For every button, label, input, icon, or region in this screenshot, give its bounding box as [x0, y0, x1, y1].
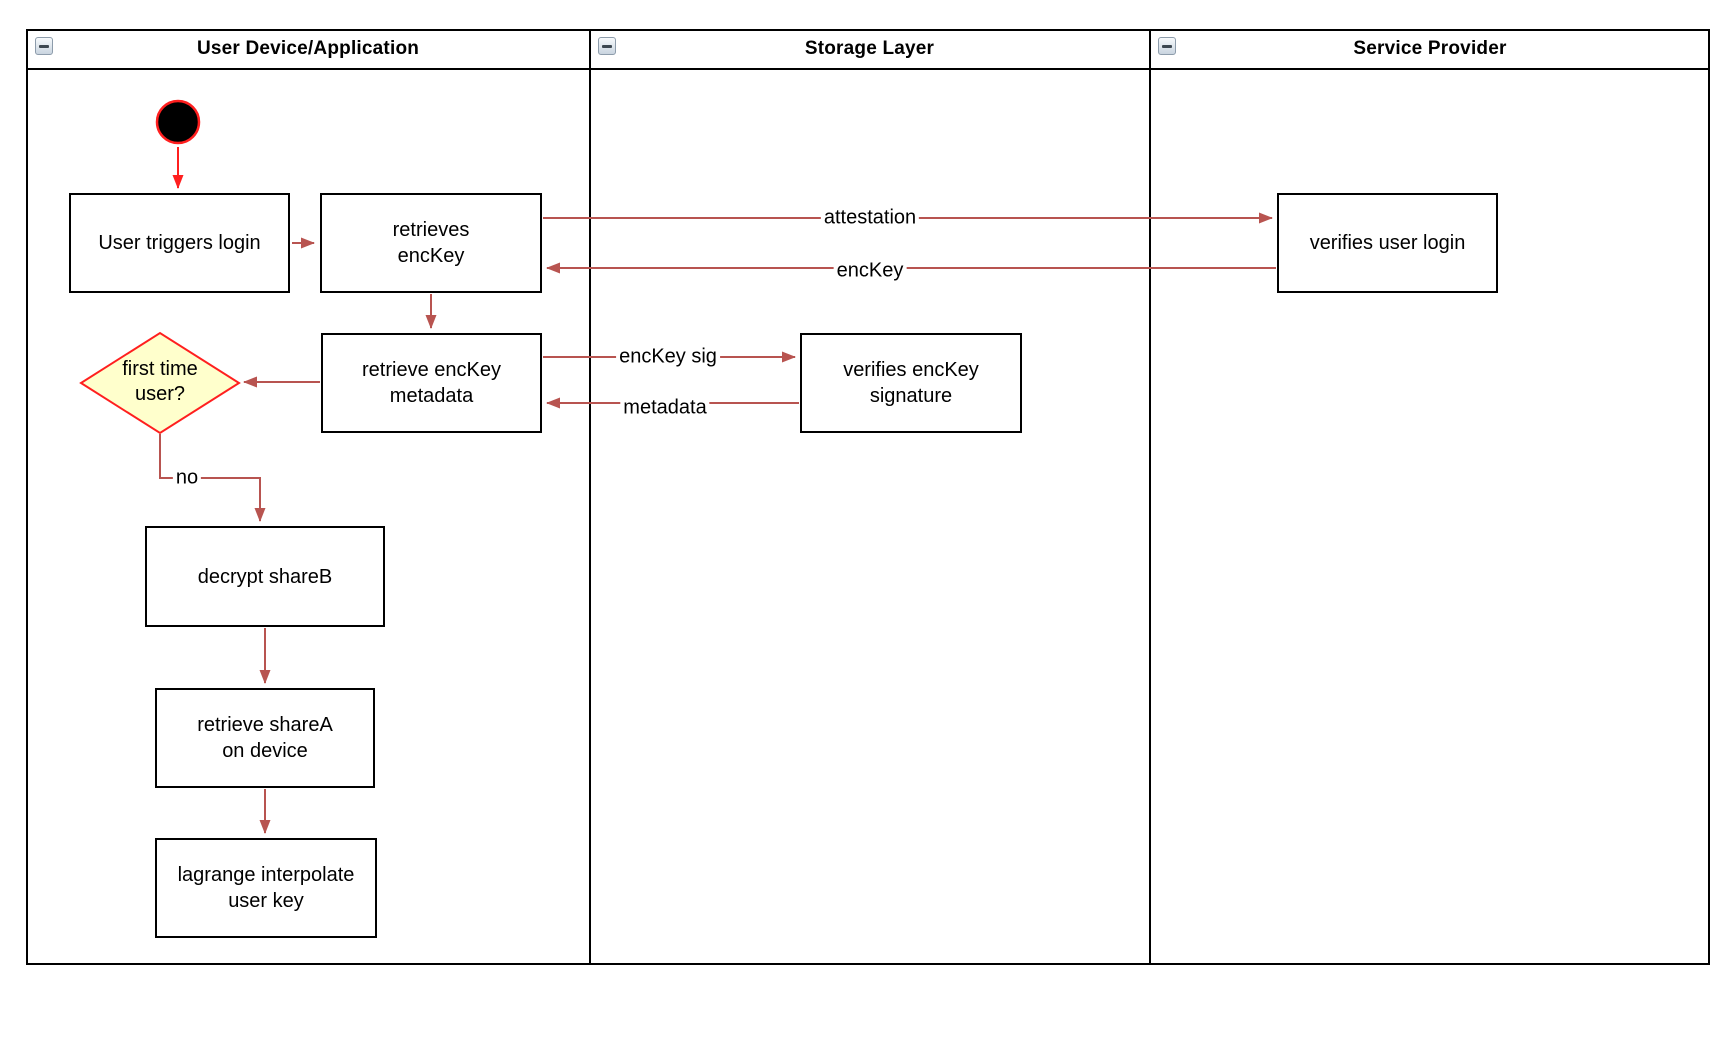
edge-label-enckey: encKey [833, 259, 907, 283]
edge-label-no: no [172, 466, 202, 490]
activity-decrypt-shareb[interactable]: decrypt shareB [145, 526, 385, 627]
decision-first-time-user[interactable] [79, 331, 241, 435]
activity-retrieve-enckey-metadata[interactable]: retrieve encKey metadata [321, 333, 542, 433]
edge-label-enckey-sig: encKey sig [616, 345, 720, 369]
activity-lagrange-interpolate[interactable]: lagrange interpolate user key [155, 838, 377, 938]
edge-no-to-decrypt [159, 434, 266, 522]
collapse-minus-icon[interactable] [1158, 37, 1176, 55]
minus-icon [1162, 44, 1172, 48]
lane-divider-1 [589, 30, 591, 963]
activity-user-triggers-login[interactable]: User triggers login [69, 193, 290, 293]
edge-label-attestation: attestation [820, 206, 920, 230]
swimlane-pool [26, 29, 1710, 965]
edge-label-metadata: metadata [620, 396, 710, 420]
minus-icon [602, 44, 612, 48]
lane-header-storage-layer[interactable]: Storage Layer [590, 30, 1149, 68]
activity-retrieves-enckey[interactable]: retrieves encKey [320, 193, 542, 293]
activity-verifies-enckey-signature[interactable]: verifies encKey signature [800, 333, 1022, 433]
minus-icon [39, 44, 49, 48]
collapse-minus-icon[interactable] [35, 37, 53, 55]
lane-header-service-provider[interactable]: Service Provider [1150, 30, 1710, 68]
decision-label-first-time-user: first time user? [122, 358, 198, 405]
lane-divider-2 [1149, 30, 1151, 963]
collapse-minus-icon[interactable] [598, 37, 616, 55]
lane-title-storage-layer: Storage Layer [804, 38, 935, 59]
start-node[interactable] [155, 99, 201, 145]
lane-title-user-device: User Device/Application [196, 38, 420, 59]
lane-header-user-device[interactable]: User Device/Application [27, 30, 589, 68]
lane-header-separator [27, 68, 1709, 70]
activity-verifies-user-login[interactable]: verifies user login [1277, 193, 1498, 293]
activity-retrieve-sharea[interactable]: retrieve shareA on device [155, 688, 375, 788]
lane-title-service-provider: Service Provider [1353, 38, 1507, 59]
